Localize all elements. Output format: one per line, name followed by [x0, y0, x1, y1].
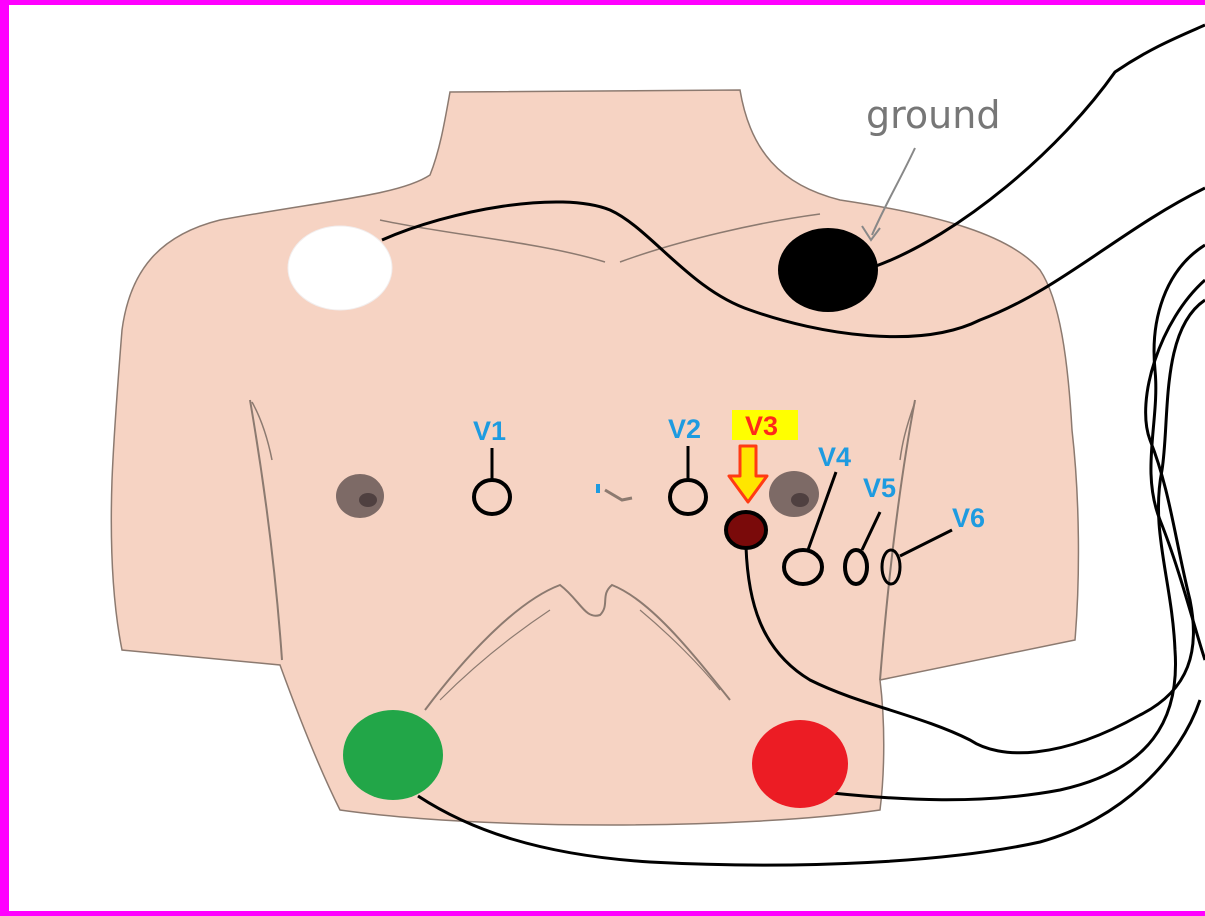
- label-v3: V3: [745, 411, 778, 441]
- electrode-red: [752, 720, 848, 808]
- electrode-v3: [726, 512, 766, 548]
- label-v2: V2: [668, 414, 701, 444]
- right-nipple: [336, 474, 384, 518]
- torso: [111, 90, 1078, 825]
- electrode-green: [343, 710, 443, 800]
- label-v1: V1: [473, 416, 506, 446]
- ground-label: ground: [866, 93, 1000, 137]
- left-nipple-center: [791, 493, 809, 507]
- left-nipple: [769, 471, 819, 517]
- label-v6: V6: [952, 503, 985, 533]
- right-nipple-center: [359, 493, 377, 507]
- label-v5: V5: [863, 473, 896, 503]
- sternum-mark-blue: [596, 484, 600, 493]
- electrode-white: [288, 226, 392, 310]
- label-v4: V4: [818, 442, 851, 472]
- electrode-ground: [778, 228, 878, 312]
